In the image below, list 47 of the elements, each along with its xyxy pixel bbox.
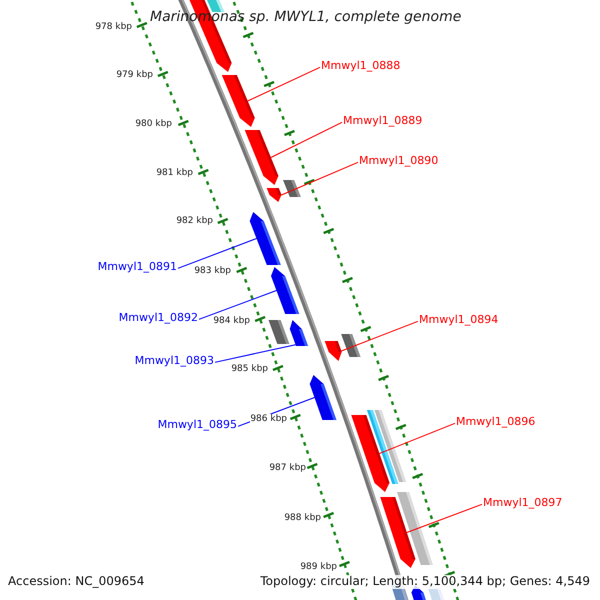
scale-label: 982 kbp bbox=[176, 216, 213, 226]
info-text: Topology: circular; Length: 5,100,344 bp; Genes: 4,549 bbox=[260, 575, 590, 589]
gene-block bbox=[341, 334, 360, 357]
gene-label: Mmwyl1_0894 bbox=[419, 314, 498, 327]
gene-label: Mmwyl1_0889 bbox=[343, 115, 422, 128]
gene-feature bbox=[324, 341, 342, 361]
info-text: Accession: NC_009654 bbox=[8, 575, 144, 589]
gene-label: Mmwyl1_0895 bbox=[158, 419, 237, 432]
scale-label: 980 kbp bbox=[135, 119, 172, 130]
gene-feature bbox=[250, 212, 281, 265]
gene-block bbox=[283, 180, 301, 197]
scale-label: 979 kbp bbox=[116, 70, 153, 80]
leader-line bbox=[379, 422, 456, 454]
leader-line bbox=[178, 238, 258, 269]
scale-label: 986 kbp bbox=[250, 414, 287, 424]
gene-feature bbox=[290, 320, 308, 346]
scale-label: 983 kbp bbox=[194, 266, 231, 276]
gene-feature bbox=[380, 497, 416, 568]
leader-line bbox=[281, 162, 358, 196]
leader-line bbox=[247, 66, 320, 102]
leader-line bbox=[270, 122, 342, 158]
gene-feature bbox=[310, 375, 336, 420]
scale-label: 989 kbp bbox=[300, 562, 337, 572]
leader-line bbox=[214, 344, 296, 363]
scale-label: 978 kbp bbox=[95, 22, 132, 32]
gene-feature bbox=[244, 130, 278, 185]
scale-label: 981 kbp bbox=[156, 168, 193, 178]
gene-label: Mmwyl1_0888 bbox=[321, 60, 400, 73]
gene-label: Mmwyl1_0890 bbox=[359, 155, 438, 168]
gene-feature bbox=[351, 415, 390, 492]
scale-label: 985 kbp bbox=[231, 364, 268, 374]
gene-feature bbox=[266, 188, 282, 202]
leader-line bbox=[198, 290, 277, 320]
scale-label: 988 kbp bbox=[284, 513, 321, 524]
gene-label: Mmwyl1_0891 bbox=[98, 261, 177, 274]
gene-block bbox=[268, 320, 290, 344]
gene-feature bbox=[271, 267, 300, 314]
gene-label: Mmwyl1_0892 bbox=[118, 312, 198, 325]
scale-label: 987 kbp bbox=[269, 463, 306, 474]
leader-line bbox=[406, 504, 482, 533]
gene-label: Mmwyl1_0893 bbox=[134, 355, 214, 368]
leader-line bbox=[340, 320, 418, 352]
scale-label: 984 kbp bbox=[213, 316, 250, 326]
gene-feature bbox=[222, 75, 255, 127]
gene-block bbox=[207, 0, 224, 12]
gene-label: Mmwyl1_0896 bbox=[456, 416, 536, 429]
gene-label: Mmwyl1_0897 bbox=[483, 497, 562, 510]
